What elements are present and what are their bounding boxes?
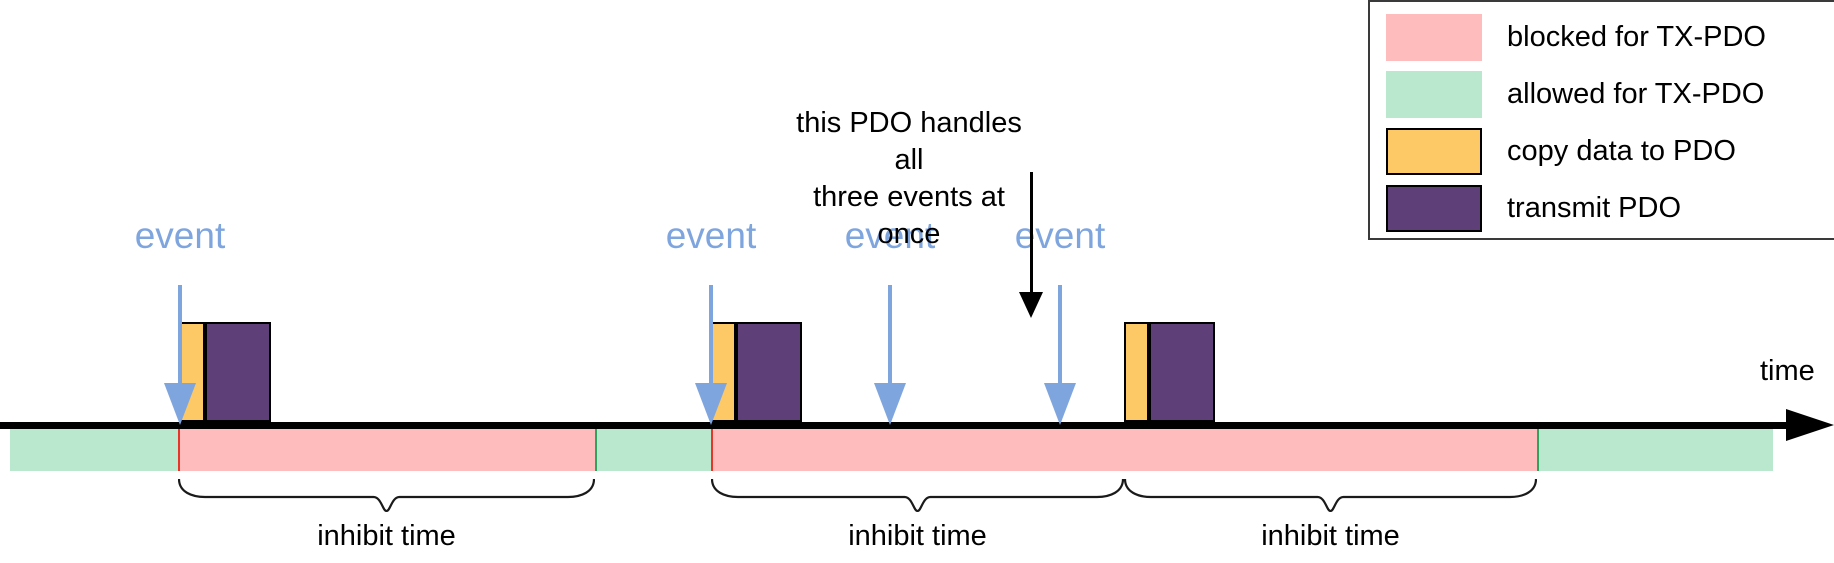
- legend-label: copy data to PDO: [1507, 135, 1736, 167]
- legend-swatch: [1386, 71, 1482, 118]
- status-segment-allowed: [10, 429, 178, 471]
- event-arrowhead: [874, 383, 906, 425]
- annotation-text: this PDO handles all three events at onc…: [796, 107, 1022, 251]
- transmit-pdo-box: [205, 322, 271, 422]
- legend-item: copy data to PDO: [1386, 128, 1736, 175]
- legend-label: blocked for TX-PDO: [1507, 21, 1766, 53]
- status-segment-allowed: [1537, 429, 1773, 471]
- inhibit-time-brace: [178, 478, 595, 512]
- legend-box: blocked for TX-PDO allowed for TX-PDO copy…: [1368, 0, 1834, 240]
- inhibit-time-brace: [711, 478, 1124, 512]
- status-segment-allowed: [595, 429, 711, 471]
- legend-swatch: [1386, 128, 1482, 175]
- inhibit-time-brace: [1124, 478, 1537, 512]
- event-arrowhead: [695, 383, 727, 425]
- status-segment-blocked: [178, 429, 595, 471]
- status-separator: [1537, 429, 1539, 471]
- event-leader-line: [1058, 285, 1062, 383]
- event-leader-line: [709, 285, 713, 383]
- legend-swatch: [1386, 14, 1482, 61]
- legend-item: allowed for TX-PDO: [1386, 71, 1764, 118]
- time-axis-label: time: [1760, 355, 1815, 387]
- event-label: event: [134, 215, 226, 256]
- status-separator: [595, 429, 597, 471]
- event-label: event: [1014, 215, 1106, 256]
- inhibit-time-label: inhibit time: [317, 520, 456, 552]
- copy-data-to-pdo-box: [1124, 322, 1149, 422]
- event-leader-line: [178, 285, 182, 383]
- legend-swatch: [1386, 185, 1482, 232]
- inhibit-time-label: inhibit time: [848, 520, 987, 552]
- legend-label: allowed for TX-PDO: [1507, 78, 1765, 110]
- inhibit-time-label: inhibit time: [1261, 520, 1400, 552]
- time-axis-arrowhead: [1786, 409, 1834, 441]
- event-label: event: [844, 215, 936, 256]
- transmit-pdo-box: [736, 322, 802, 422]
- legend-item: transmit PDO: [1386, 185, 1681, 232]
- event-arrowhead: [1044, 383, 1076, 425]
- status-separator: [711, 429, 713, 471]
- annotation-leader-line: [1030, 172, 1033, 294]
- time-axis-line: [0, 422, 1800, 429]
- annotation-arrowhead: [1019, 292, 1043, 318]
- event-arrowhead: [164, 383, 196, 425]
- legend-item: blocked for TX-PDO: [1386, 14, 1766, 61]
- transmit-pdo-box: [1149, 322, 1215, 422]
- status-segment-blocked: [711, 429, 1537, 471]
- event-label: event: [665, 215, 757, 256]
- legend-label: transmit PDO: [1507, 192, 1682, 224]
- status-separator: [178, 429, 180, 471]
- event-leader-line: [888, 285, 892, 383]
